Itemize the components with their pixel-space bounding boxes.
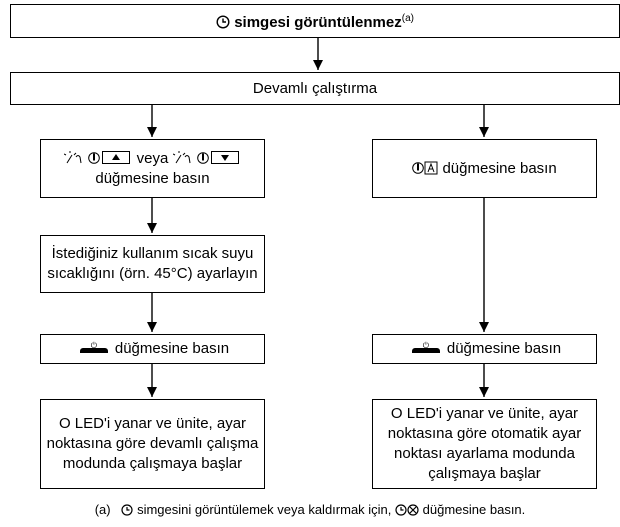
- left-result-line3: modunda çalışmaya başlar: [62, 455, 243, 472]
- hand-press-icon: [64, 150, 82, 163]
- left-step2-line1: İstediğiniz kullanım sıcak suyu: [51, 245, 254, 262]
- down-button-icon: [210, 150, 239, 164]
- right-result-line3: noktası ayarlama modunda: [394, 445, 575, 462]
- box-left-set-temperature: İstediğiniz kullanım sıcak suyu sıcaklığ…: [40, 235, 265, 293]
- left-step1-or: veya: [136, 149, 169, 167]
- hand-press-icon: [172, 150, 191, 163]
- clock-icon: [216, 15, 230, 29]
- thermometer-icon: [88, 151, 101, 164]
- right-result-line1: O LED'i yanar ve ünite, ayar: [390, 405, 579, 422]
- left-result-line1: O LED'i yanar ve ünite, ayar: [58, 415, 247, 432]
- box-continuous-operation: Devamlı çalıştırma: [10, 72, 620, 105]
- left-step2-line2: sıcaklığını (örn. 45°C) ayarlayın: [47, 265, 258, 282]
- box-left-press-temp-buttons: veya düğmesine basın: [40, 139, 265, 198]
- right-step3-text: düğmesine basın: [446, 340, 562, 357]
- power-button-icon: ⏻: [408, 339, 444, 355]
- left-result-line2: noktasına göre devamlı çalışma: [46, 435, 259, 452]
- footnote-text-a: simgesini görüntülemek veya kaldırmak iç…: [137, 502, 392, 517]
- left-step3-text: düğmesine basın: [114, 340, 230, 357]
- continuous-text: Devamlı çalıştırma: [252, 79, 378, 97]
- box-symbol-not-displayed: simgesi görüntülenmez(a): [10, 4, 620, 38]
- box-left-press-power: ⏻düğmesine basın: [40, 334, 265, 364]
- right-step1-text: düğmesine basın: [442, 159, 557, 177]
- right-result-line4: çalışmaya başlar: [428, 465, 541, 482]
- footnote-text-b: düğmesine basın.: [422, 502, 526, 517]
- box-right-result: O LED'i yanar ve ünite, ayar noktasına g…: [372, 399, 597, 489]
- footnote: (a) simgesini görüntülemek veya kaldırma…: [0, 502, 620, 517]
- top-text: simgesi görüntülenmez: [234, 14, 402, 31]
- power-button-icon: ⏻: [76, 339, 112, 355]
- timer-cancel-icon: [395, 504, 419, 516]
- box-left-result: O LED'i yanar ve ünite, ayar noktasına g…: [40, 399, 265, 489]
- thermometer-icon: [196, 151, 209, 164]
- box-right-press-power: ⏻düğmesine basın: [372, 334, 597, 364]
- clock-icon: [121, 504, 134, 516]
- up-button-icon: [102, 150, 131, 164]
- top-footnote-marker: (a): [401, 13, 414, 24]
- box-right-press-auto-button: düğmesine basın: [372, 139, 597, 198]
- left-step1-text: düğmesine basın: [95, 169, 210, 187]
- footnote-marker: (a): [94, 502, 111, 517]
- auto-mode-icon: [424, 161, 438, 174]
- thermometer-icon: [412, 161, 425, 174]
- right-result-line2: noktasına göre otomatik ayar: [387, 425, 582, 442]
